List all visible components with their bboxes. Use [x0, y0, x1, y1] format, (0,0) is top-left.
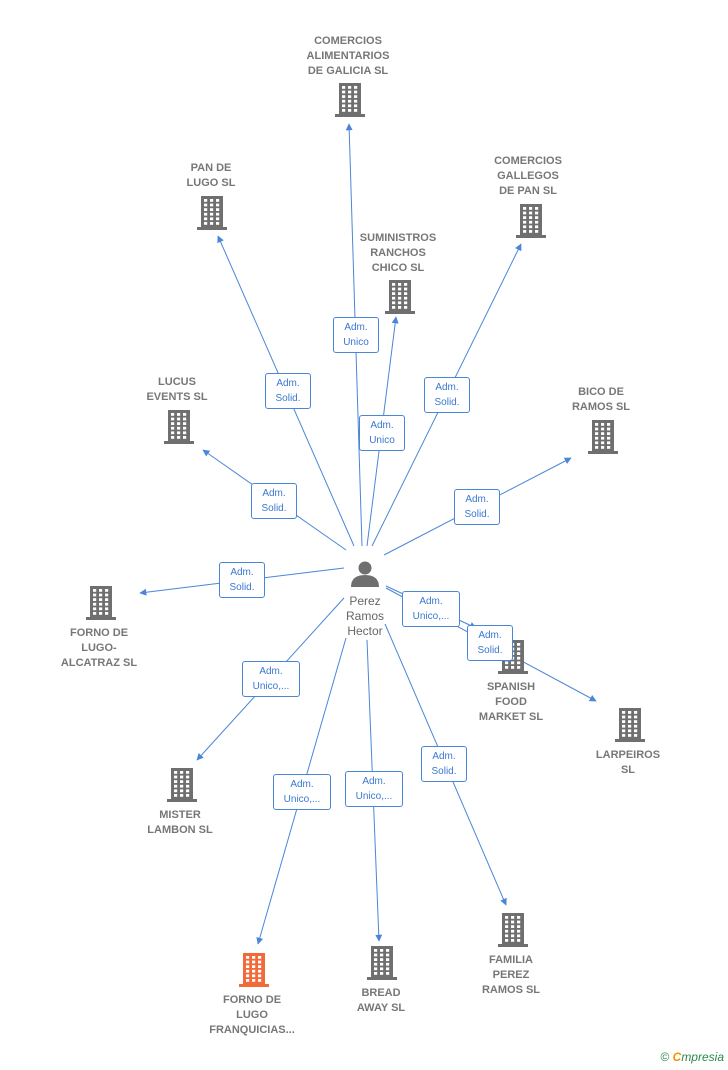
company-label-comercios-gallegos[interactable]: COMERCIOS GALLEGOS DE PAN SL	[494, 155, 562, 197]
building-icon-bread-away[interactable]	[367, 946, 397, 980]
edge-label-larpeiros[interactable]: Adm. Solid.	[467, 625, 513, 661]
building-icon-forno-alcatraz[interactable]	[86, 586, 116, 620]
company-label-mister-lambon[interactable]: MISTER LAMBON SL	[147, 809, 213, 836]
footer-brand: © Cmpresia	[660, 1050, 724, 1064]
edge-label-comercios-alimentarios[interactable]: Adm. Unico	[333, 317, 379, 353]
company-label-bico-de-ramos[interactable]: BICO DE RAMOS SL	[571, 386, 631, 413]
brand-name: mpresia	[681, 1050, 724, 1064]
edge-label-suministros-ranchos[interactable]: Adm. Unico	[359, 415, 405, 451]
edge-label-lucus-events[interactable]: Adm. Solid.	[251, 483, 297, 519]
icons-layer	[86, 83, 645, 987]
company-label-forno-franquicias[interactable]: FORNO DE LUGO FRANQUICIAS...	[209, 994, 295, 1036]
building-icon-pan-de-lugo[interactable]	[197, 196, 227, 230]
building-icon-bico-de-ramos[interactable]	[588, 420, 618, 454]
copyright-symbol: ©	[660, 1050, 670, 1064]
building-icon-mister-lambon[interactable]	[167, 768, 197, 802]
edge-label-mister-lambon[interactable]: Adm. Unico,...	[242, 661, 300, 697]
person-icon[interactable]	[351, 561, 379, 588]
company-label-comercios-alimentarios[interactable]: COMERCIOS ALIMENTARIOS DE GALICIA SL	[306, 35, 390, 77]
edge-label-bico-de-ramos[interactable]: Adm. Solid.	[454, 489, 500, 525]
edge-label-forno-franquicias[interactable]: Adm. Unico,...	[273, 774, 331, 810]
building-icon-lucus-events[interactable]	[164, 410, 194, 444]
building-icon-forno-franquicias[interactable]	[239, 953, 269, 987]
building-icon-larpeiros[interactable]	[615, 708, 645, 742]
company-label-pan-de-lugo[interactable]: PAN DE LUGO SL	[186, 162, 236, 189]
building-icon-familia-perez[interactable]	[498, 913, 528, 947]
center-person-label[interactable]: Perez Ramos Hector	[345, 594, 384, 638]
building-icon-comercios-gallegos[interactable]	[516, 204, 546, 238]
building-icon-comercios-alimentarios[interactable]	[335, 83, 365, 117]
edge-label-forno-alcatraz[interactable]: Adm. Solid.	[219, 562, 265, 598]
edge-label-pan-de-lugo[interactable]: Adm. Solid.	[265, 373, 311, 409]
edge-label-bread-away[interactable]: Adm. Unico,...	[345, 771, 403, 807]
edge-label-comercios-gallegos[interactable]: Adm. Solid.	[424, 377, 470, 413]
company-label-suministros-ranchos[interactable]: SUMINISTROS RANCHOS CHICO SL	[359, 232, 437, 274]
company-label-familia-perez[interactable]: FAMILIA PEREZ RAMOS SL	[481, 954, 541, 996]
company-label-lucus-events[interactable]: LUCUS EVENTS SL	[146, 376, 208, 403]
company-label-forno-alcatraz[interactable]: FORNO DE LUGO- ALCATRAZ SL	[60, 627, 138, 669]
edge-label-familia-perez[interactable]: Adm. Solid.	[421, 746, 467, 782]
company-label-bread-away[interactable]: BREAD AWAY SL	[356, 987, 406, 1014]
edge-label-spanish-food[interactable]: Adm. Unico,...	[402, 591, 460, 627]
building-icon-suministros-ranchos[interactable]	[385, 280, 415, 314]
company-label-larpeiros[interactable]: LARPEIROS SL	[595, 749, 661, 776]
company-label-spanish-food[interactable]: SPANISH FOOD MARKET SL	[478, 681, 544, 723]
brand-initial: C	[672, 1050, 682, 1064]
